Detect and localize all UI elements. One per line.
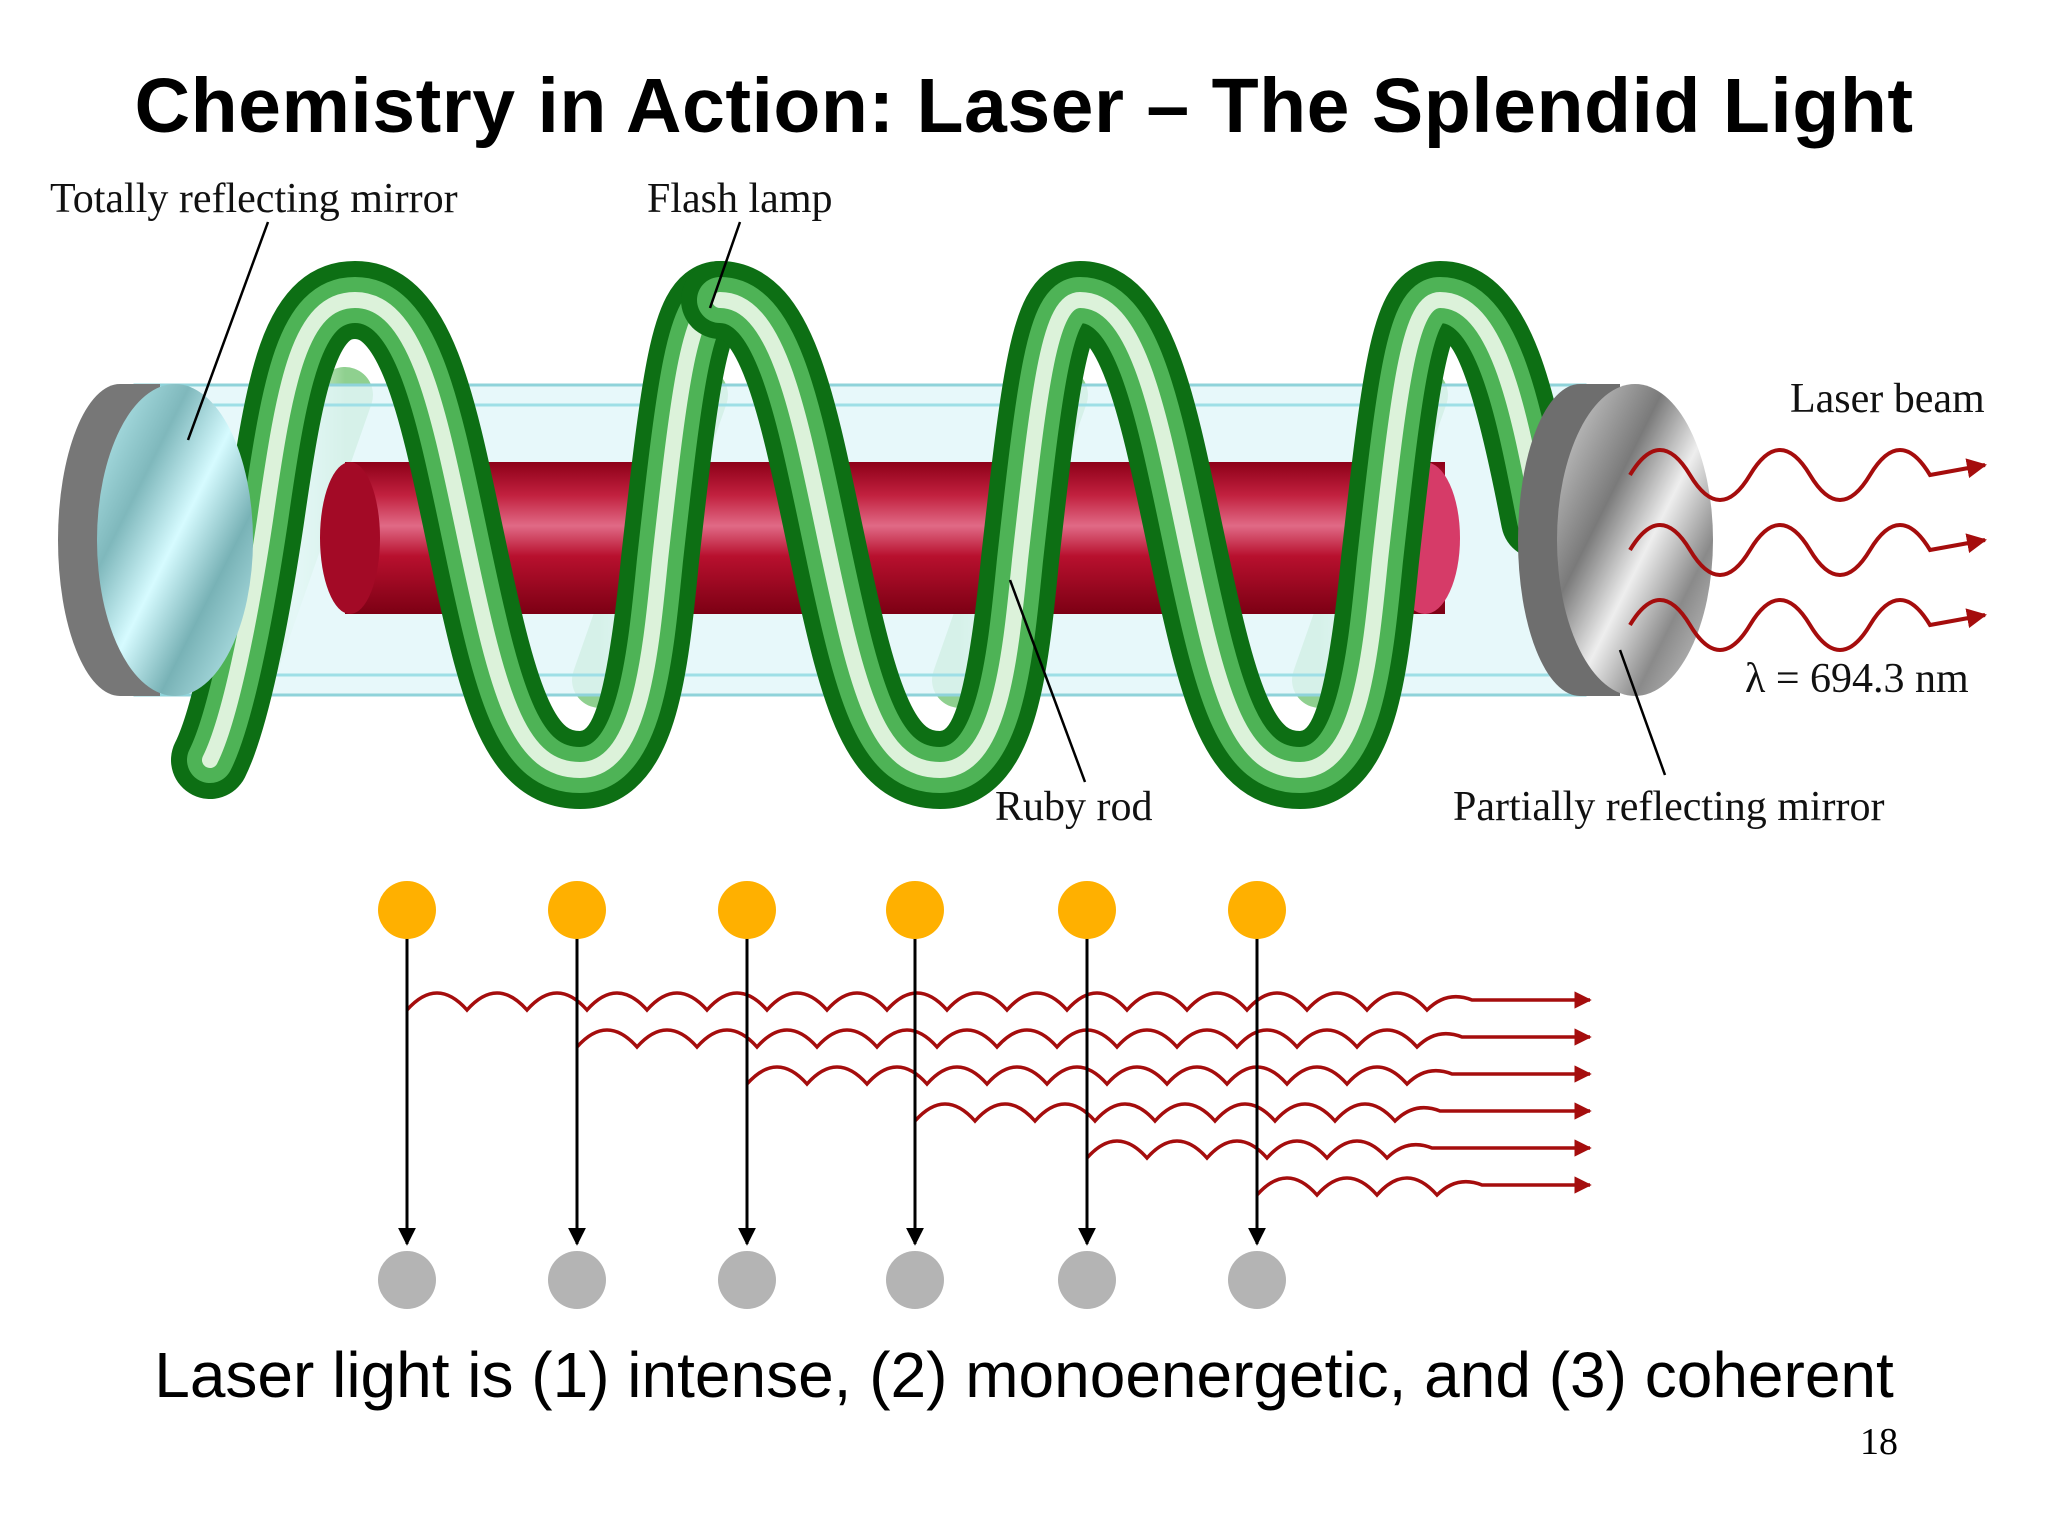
photon-wave	[405, 991, 1592, 1013]
excited-atom	[886, 881, 944, 939]
photon-wave	[1085, 1139, 1592, 1161]
ground-state-atom	[1228, 1251, 1286, 1309]
label-laser-beam: Laser beam	[1790, 376, 1985, 422]
ruby-rod	[320, 462, 1460, 614]
ground-state-atom	[548, 1251, 606, 1309]
totally-reflecting-mirror	[58, 384, 253, 696]
laser-beam-waves	[1628, 448, 1987, 652]
flash-lamp-helix	[171, 260, 1579, 810]
slide-title: Chemistry in Action: Laser – The Splendi…	[134, 63, 1914, 149]
page-number: 18	[1860, 1421, 1898, 1463]
label-flash-lamp: Flash lamp	[647, 176, 833, 222]
photon-wave	[575, 1028, 1592, 1050]
excited-atom	[378, 881, 436, 939]
ground-state-atom	[718, 1251, 776, 1309]
ground-state-atom	[378, 1251, 436, 1309]
photon-wave	[745, 1065, 1592, 1087]
leader-lines	[186, 221, 1667, 783]
excited-atom	[548, 881, 606, 939]
ground-state-atom	[886, 1251, 944, 1309]
photon-wave	[913, 1102, 1592, 1124]
ground-state-atom	[1058, 1251, 1116, 1309]
slide-caption: Laser light is (1) intense, (2) monoener…	[154, 1339, 1894, 1411]
excited-atom	[1058, 881, 1116, 939]
label-wavelength: λ = 694.3 nm	[1745, 656, 1969, 702]
photon-wave	[1255, 1176, 1592, 1198]
excited-atom	[718, 881, 776, 939]
excited-atom	[1228, 881, 1286, 939]
stimulated-emission-cascade	[378, 881, 1592, 1309]
label-ruby-rod: Ruby rod	[995, 784, 1153, 830]
label-partially-reflecting-mirror: Partially reflecting mirror	[1453, 784, 1885, 830]
partially-reflecting-mirror	[1518, 384, 1713, 696]
label-totally-reflecting-mirror: Totally reflecting mirror	[50, 176, 458, 222]
